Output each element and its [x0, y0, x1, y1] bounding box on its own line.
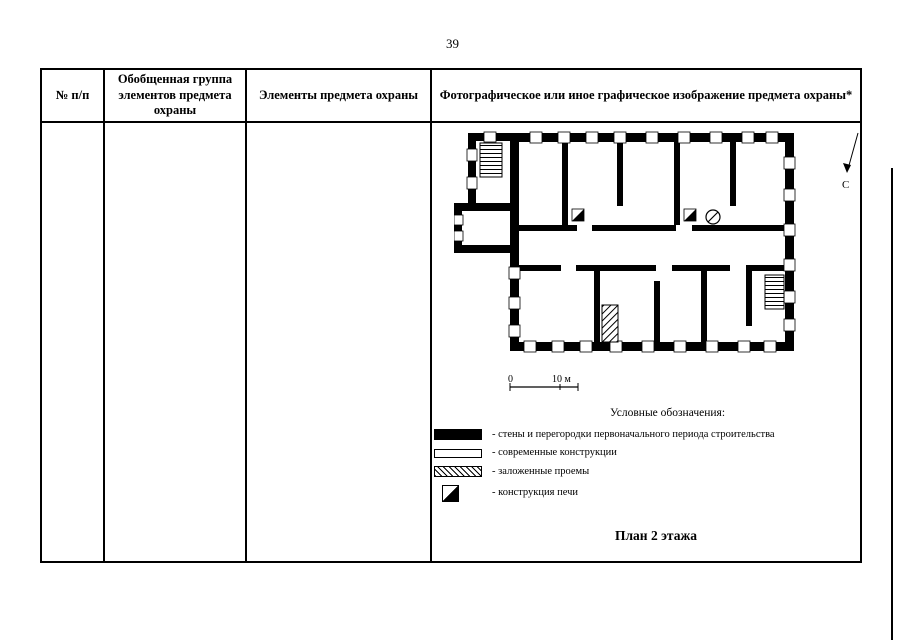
table-header-row: № п/п Обобщенная группа элементов предме…: [40, 68, 862, 123]
outline-wall-symbol: [434, 448, 482, 458]
scale-ten-label: 10 м: [552, 374, 572, 385]
col-header-elements: Элементы предмета охраны: [245, 68, 432, 123]
table-body-row: С 0 10 м Условные обозначения:: [40, 120, 862, 563]
body-cell-group: [103, 120, 247, 563]
floor-plan-drawing: [454, 131, 796, 353]
figure-caption: План 2 этажа: [614, 527, 698, 543]
interior-walls: [519, 141, 785, 342]
north-label: С: [842, 179, 849, 191]
body-cell-elements: [245, 120, 432, 563]
protection-items-table: № п/п Обобщенная группа элементов предме…: [40, 68, 862, 563]
scale-bar: 0 10 м: [508, 374, 579, 391]
col-header-number: № п/п: [40, 68, 105, 123]
north-arrow: С: [842, 132, 859, 191]
legend-label: - конструкция печи: [492, 487, 579, 499]
hatched-opening-symbol: [434, 466, 482, 478]
page-number: 39: [446, 36, 459, 51]
col-header-image: Фотографическое или иное графическое изо…: [430, 68, 862, 123]
body-cell-number: [40, 120, 105, 563]
legend-item-modern-structures: - современные конструкции: [434, 447, 844, 459]
legend-label: - современные конструкции: [492, 447, 617, 459]
circle-mark: [705, 209, 721, 225]
col-header-group: Обобщенная группа элементов предмета охр…: [103, 68, 247, 123]
exterior-walls: [454, 132, 794, 351]
legend-item-original-walls: - стены и перегородки первоначального пе…: [434, 429, 844, 441]
scale-zero-label: 0: [508, 374, 513, 385]
staircases: [479, 142, 785, 343]
legend-item-stove: - конструкция печи: [434, 484, 844, 502]
body-cell-figure: С 0 10 м Условные обозначения:: [430, 120, 862, 563]
stove-symbols: [571, 208, 697, 222]
legend-label: - заложенные проемы: [492, 465, 590, 477]
stove-symbol: [442, 484, 459, 502]
scan-artifact-line: [891, 168, 893, 640]
legend-label: - стены и перегородки первоначального пе…: [492, 428, 775, 440]
legend: - стены и перегородки первоначального пе…: [434, 429, 844, 502]
window-openings: [454, 131, 796, 353]
solid-wall-symbol: [434, 429, 482, 441]
legend-item-infilled-openings: - заложенные проемы: [434, 466, 844, 478]
legend-title: Условные обозначения:: [610, 406, 726, 419]
